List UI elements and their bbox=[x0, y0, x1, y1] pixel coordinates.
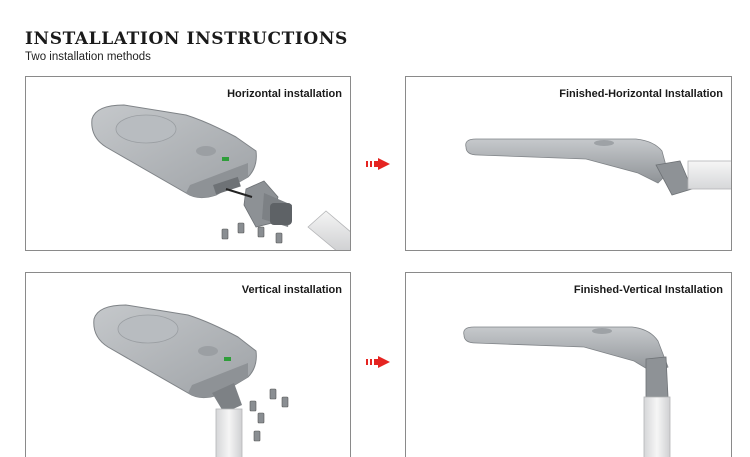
pole bbox=[687, 160, 731, 190]
pole-adapter bbox=[212, 383, 242, 413]
horizontal-installation-illustration bbox=[91, 104, 350, 250]
page-subtitle: Two installation methods bbox=[25, 51, 151, 63]
finished-vertical-illustration bbox=[463, 326, 671, 457]
vertical-installation-panel: Vertical installation bbox=[25, 272, 351, 457]
finished-lamp-arm bbox=[463, 326, 669, 374]
page-title: INSTALLATION INSTRUCTIONS bbox=[25, 29, 348, 49]
finished-lamp-arm bbox=[465, 138, 669, 184]
panel-label: Vertical installation bbox=[241, 284, 342, 296]
lamp-head bbox=[93, 304, 257, 399]
red-right-arrow-icon bbox=[366, 356, 390, 368]
screws-icon bbox=[249, 388, 289, 442]
finished-horizontal-illustration bbox=[465, 138, 731, 196]
horizontal-installation-panel: Horizontal installation bbox=[25, 76, 351, 251]
pole-adapter bbox=[243, 180, 292, 228]
vertical-installation-illustration bbox=[93, 304, 289, 457]
panel-label: Finished-Vertical Installation bbox=[573, 284, 723, 296]
power-cable bbox=[225, 188, 253, 198]
finished-horizontal-panel: Finished-Horizontal Installation bbox=[405, 76, 732, 251]
pole bbox=[215, 408, 243, 457]
lamp-head bbox=[91, 104, 257, 199]
panel-label: Horizontal installation bbox=[227, 88, 342, 100]
finished-vertical-panel: Finished-Vertical Installation bbox=[405, 272, 732, 457]
pole bbox=[307, 210, 350, 250]
pole-adapter bbox=[645, 356, 669, 398]
pole bbox=[643, 396, 671, 457]
red-right-arrow-icon bbox=[366, 158, 390, 170]
screws-icon bbox=[221, 222, 283, 244]
panel-label: Finished-Horizontal Installation bbox=[559, 88, 723, 100]
